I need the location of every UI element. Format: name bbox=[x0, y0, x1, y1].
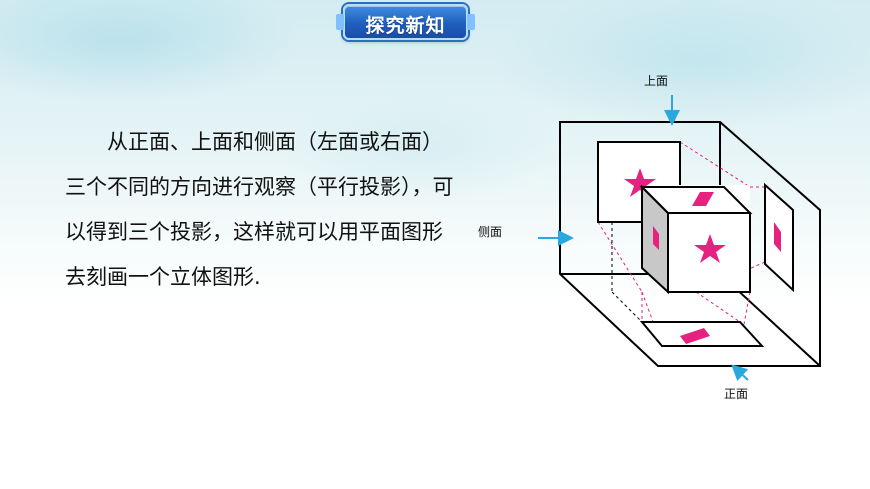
label-top-view: 上面 bbox=[644, 74, 668, 88]
cube bbox=[639, 184, 753, 295]
section-badge: 探究新知 bbox=[336, 4, 475, 40]
hidden-edges bbox=[611, 210, 643, 323]
front-view-projection bbox=[639, 321, 765, 347]
rhombus-icon bbox=[680, 328, 710, 344]
star-icon bbox=[694, 234, 726, 263]
arrow-icon bbox=[731, 364, 749, 382]
explanation-paragraph: 从正面、上面和侧面（左面或右面）三个不同的方向进行观察（平行投影），可以得到三个… bbox=[65, 130, 454, 289]
section-badge-label: 探究新知 bbox=[365, 15, 446, 37]
star-icon bbox=[624, 168, 656, 197]
label-front-view: 正面 bbox=[724, 387, 748, 401]
rhombus-icon bbox=[774, 222, 781, 252]
rhombus-icon bbox=[653, 226, 659, 250]
label-side-view: 侧面 bbox=[478, 225, 502, 239]
rhombus-icon bbox=[692, 192, 714, 206]
side-view-projection bbox=[764, 182, 794, 293]
